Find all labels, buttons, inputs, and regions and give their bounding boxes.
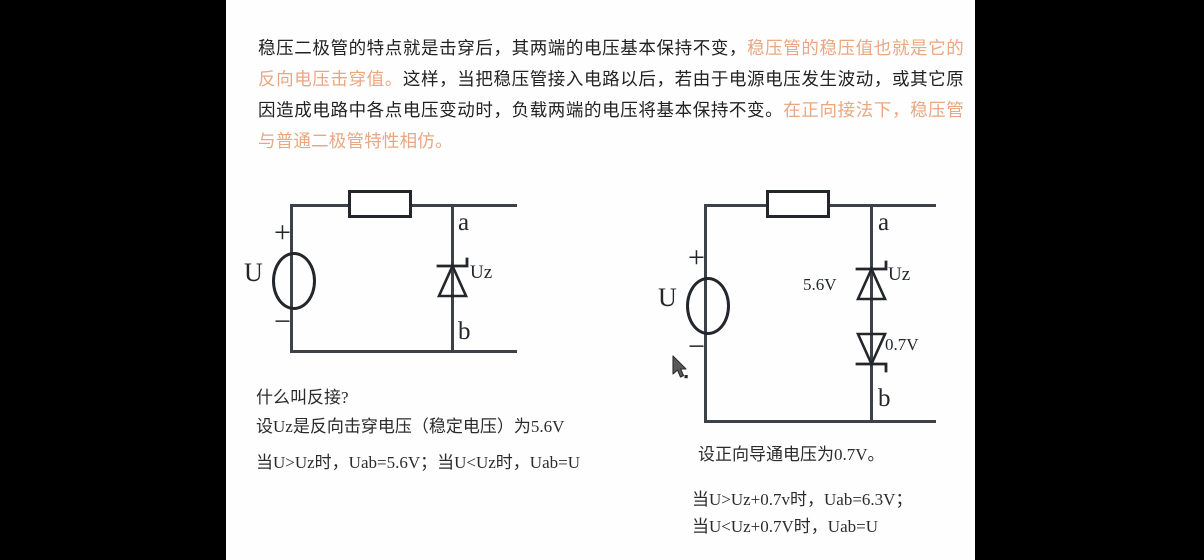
left-wire-zener-branch (451, 204, 454, 353)
right-forward-diode-symbol (855, 332, 888, 373)
left-node-b-label: b (458, 318, 471, 345)
mouse-cursor (672, 355, 690, 386)
paragraph-segment-4-highlight: 在正向接法下，稳压管与普通二极管特性相仿。 (258, 100, 964, 151)
right-node-b-label: b (878, 385, 891, 412)
left-zener-diode-symbol (436, 257, 469, 298)
right-note-line-3: 当U<Uz+0.7V时，Uab=U (692, 517, 878, 536)
left-wire-bottom (290, 350, 517, 353)
right-voltage-source-symbol (686, 277, 730, 335)
lesson-paragraph: 稳压二极管的特点就是击穿后，其两端的电压基本保持不变，稳压管的稳压值也就是它的反… (258, 33, 964, 157)
right-wire-bottom (704, 420, 936, 423)
left-note-line-2: 设Uz是反向击穿电压（稳定电压）为5.6V (256, 417, 565, 436)
right-circuit-diagram: U + − a b Uz 5.6V 0.7V (656, 0, 975, 470)
right-diode-voltage-label: 0.7V (885, 335, 919, 354)
paragraph-segment-2-highlight: 稳压管的稳压值也就是它的反向电压击穿值。 (258, 38, 964, 89)
right-minus-sign: − (688, 330, 705, 363)
left-plus-sign: + (274, 216, 291, 249)
left-source-label: U (244, 258, 263, 287)
left-note-line-1: 什么叫反接? (256, 388, 349, 407)
left-minus-sign: − (274, 305, 291, 338)
right-zener-voltage-label: 5.6V (803, 275, 837, 294)
right-zener-diode-symbol (855, 260, 888, 301)
left-voltage-source-symbol (272, 252, 316, 310)
paragraph-segment-3: 这样，当把稳压管接入电路以后，若由于电源电压发生波动，或其它原因造成电路中各点电… (258, 69, 964, 120)
right-wire-diode-branch (870, 204, 873, 423)
paragraph-segment-1: 稳压二极管的特点就是击穿后，其两端的电压基本保持不变， (258, 38, 748, 58)
slide-content-area: 稳压二极管的特点就是击穿后，其两端的电压基本保持不变，稳压管的稳压值也就是它的反… (226, 0, 975, 560)
left-resistor-symbol (348, 190, 412, 218)
left-circuit-diagram: U + − a b Uz (226, 0, 556, 400)
left-zener-label: Uz (470, 262, 493, 283)
right-resistor-symbol (766, 190, 830, 218)
right-source-label: U (658, 283, 677, 312)
right-plus-sign: + (688, 241, 705, 274)
right-note-line-1: 设正向导通电压为0.7V。 (698, 445, 885, 464)
left-node-a-label: a (458, 209, 470, 236)
right-node-a-label: a (878, 209, 890, 236)
right-note-line-2: 当U>Uz+0.7v时，Uab=6.3V； (692, 490, 913, 509)
right-zener-label: Uz (888, 264, 911, 285)
left-note-line-3: 当U>Uz时，Uab=5.6V；当U<Uz时，Uab=U (256, 453, 580, 472)
